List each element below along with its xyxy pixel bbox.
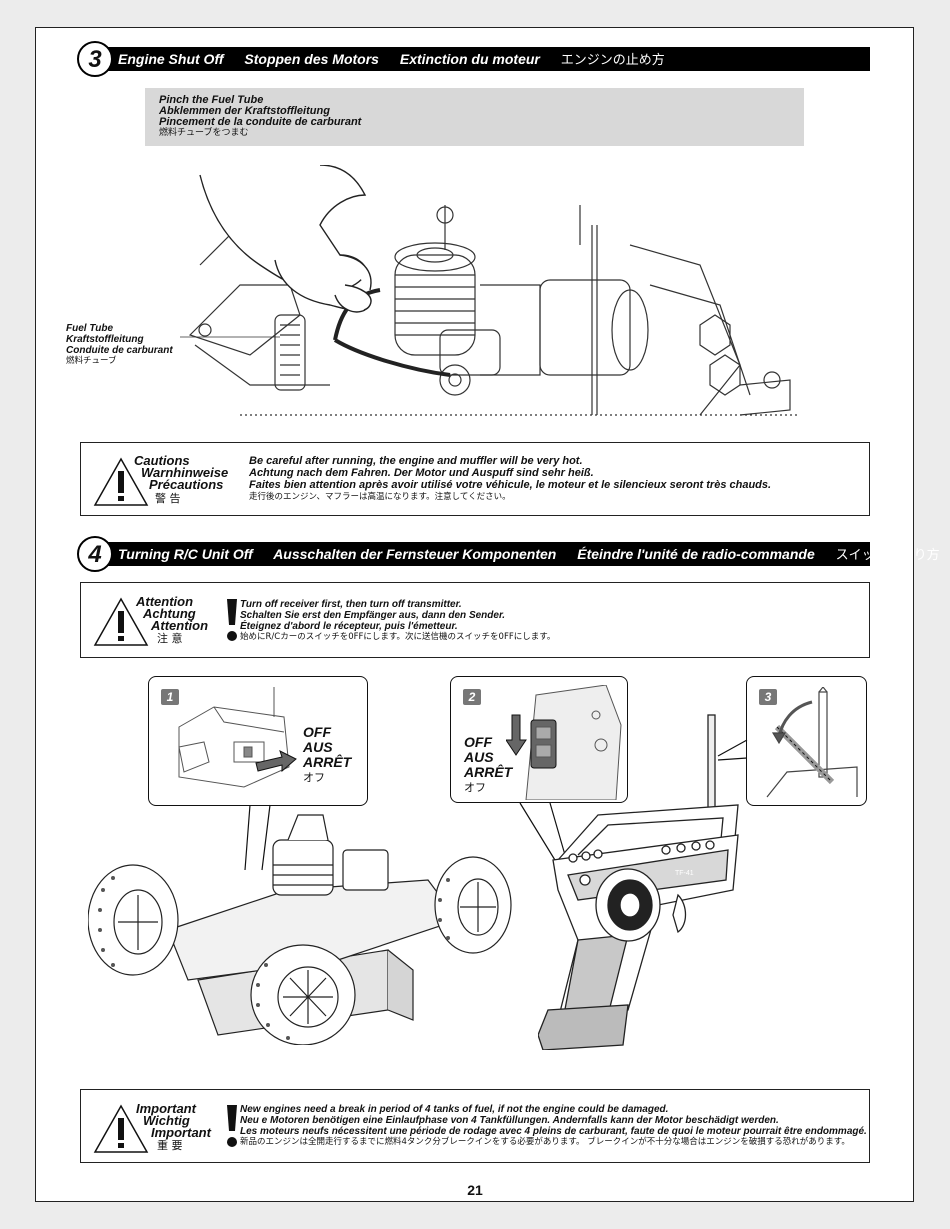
engine-illustration — [180, 165, 800, 416]
callout-2-off-fr: ARRÊT — [464, 764, 513, 780]
instruction-en: Pinch the Fuel Tube — [159, 94, 264, 106]
page-number: 21 — [467, 1182, 483, 1198]
important-title-ja: 重 要 — [157, 1139, 183, 1152]
exclamation-icon — [227, 1105, 237, 1147]
cautions-text: Be careful after running, the engine and… — [249, 455, 771, 503]
callout-3-number: 3 — [759, 689, 777, 705]
warning-triangle-icon — [93, 457, 149, 506]
fuel-tube-de: Kraftstoffleitung — [66, 334, 144, 345]
instruction-fr: Pincement de la conduite de carburant — [159, 116, 362, 128]
cautions-text-en: Be careful after running, the engine and… — [249, 455, 583, 467]
important-title-de: Wichtig — [143, 1113, 190, 1128]
callout-2-number: 2 — [463, 689, 481, 705]
callout-3-pointer — [717, 739, 748, 761]
attention-text-fr: Éteignez d'abord le récepteur, puis l'ém… — [240, 621, 458, 632]
callout-3: 3 — [746, 676, 867, 806]
step4-title-de: Ausschalten der Fernsteuer Komponenten — [273, 546, 557, 562]
arrow-icon — [255, 750, 297, 773]
callout-2-off-label: OFF AUS ARRÊT オフ — [464, 735, 512, 795]
attention-box: Attention Achtung Attention 注 意 Turn off… — [80, 582, 870, 658]
step4-number: 4 — [77, 536, 113, 572]
instruction-de: Abklemmen der Kraftstoffleitung — [159, 105, 330, 117]
step4-title-en: Turning R/C Unit Off — [118, 546, 253, 562]
fuel-tube-fr: Conduite de carburant — [66, 345, 173, 356]
step3-title-fr: Extinction du moteur — [399, 51, 540, 67]
callout-1-off-label: OFF AUS ARRÊT オフ — [303, 725, 351, 785]
callout-1-pointer — [244, 804, 271, 871]
attention-title-fr: Attention — [151, 618, 209, 633]
attention-text-ja: 始めにR/Cカーのスイッチを0FFにします。次に送信機のスイッチを0FFにします… — [240, 632, 556, 642]
warning-triangle-icon — [93, 597, 149, 646]
step4-title-bar: Turning R/C Unit Off Ausschalten der Fer… — [100, 542, 940, 566]
step4-title-fr: Éteindre l'unité de radio-commande — [577, 546, 815, 562]
attention-title-ja: 注 意 — [157, 632, 183, 645]
callout-2-off-de: AUS — [464, 749, 494, 765]
attention-text-en: Turn off receiver first, then turn off t… — [240, 599, 462, 610]
attention-text: Turn off receiver first, then turn off t… — [240, 599, 555, 643]
cautions-text-de: Achtung nach dem Fahren. Der Motor und A… — [249, 467, 594, 479]
step3-title-ja: エンジンの止め方 — [560, 53, 665, 68]
antenna-fold-illustration — [766, 687, 858, 798]
important-text-ja: 新品のエンジンは全開走行するまでに燃料4タンク分ブレークインをする必要があります… — [240, 1137, 850, 1147]
cautions-title-en: Cautions — [134, 453, 190, 468]
callout-1-number: 1 — [161, 689, 179, 705]
cautions-title: Cautions Warnhinweise Précautions 警 告 — [134, 453, 229, 505]
exclamation-icon — [227, 599, 237, 641]
important-title-en: Important — [136, 1101, 196, 1116]
cautions-title-fr: Précautions — [149, 477, 224, 492]
fuel-tube-label: Fuel Tube Kraftstoffleitung Conduite de … — [66, 323, 173, 367]
callout-2: 2 OFF AUS ARRÊT オフ — [450, 676, 628, 803]
cautions-title-de: Warnhinweise — [141, 465, 229, 480]
callout-2-off-ja: オフ — [464, 781, 486, 794]
step4-title-ja: スイッチの切り方 — [835, 548, 940, 563]
fuel-tube-en: Fuel Tube — [66, 323, 114, 334]
callout-1-off-de: AUS — [303, 739, 333, 755]
important-text: New engines need a break in period of 4 … — [240, 1104, 867, 1148]
cautions-box: Cautions Warnhinweise Précautions 警 告 Be… — [80, 442, 870, 516]
attention-title: Attention Achtung Attention 注 意 — [136, 594, 209, 645]
attention-text-de: Schalten Sie erst den Empfänger aus, dan… — [240, 610, 506, 621]
important-text-de: Neu e Motoren benötigen eine Einlaufphas… — [240, 1115, 779, 1126]
callout-2-pointer — [519, 802, 566, 866]
cautions-text-fr: Faites bien attention après avoir utilis… — [249, 479, 772, 491]
callout-1-off-fr: ARRÊT — [303, 754, 352, 770]
step3-title-en: Engine Shut Off — [118, 51, 224, 67]
step3-title-de: Stoppen des Motors — [244, 51, 379, 67]
truck-illustration — [88, 814, 512, 1045]
callout-1-off-en: OFF — [303, 724, 331, 740]
instruction-box: Pinch the Fuel Tube Abklemmen der Krafts… — [145, 88, 804, 146]
callout-1-off-ja: オフ — [303, 771, 325, 784]
callout-1: 1 OFF AUS ARRÊT オフ — [148, 676, 368, 806]
callout-2-off-en: OFF — [464, 734, 492, 750]
fuel-tube-ja: 燃料チューブ — [66, 356, 117, 366]
instruction-ja: 燃料チューブをつまむ — [159, 128, 249, 138]
important-text-en: New engines need a break in period of 4 … — [240, 1104, 669, 1115]
cautions-title-ja: 警 告 — [155, 492, 181, 505]
transmitter-switch-illustration — [506, 685, 622, 800]
transmitter-model-label: TF-41 — [675, 870, 694, 877]
important-text-fr: Les moteurs neufs nécessitent une périod… — [240, 1126, 867, 1137]
attention-title-de: Achtung — [143, 606, 196, 621]
important-box: Important Wichtig Important 重 要 New engi… — [80, 1089, 870, 1163]
receiver-switch-illustration — [178, 687, 290, 788]
attention-title-en: Attention — [136, 594, 194, 609]
important-title: Important Wichtig Important 重 要 — [136, 1101, 211, 1152]
step3-number: 3 — [77, 41, 113, 77]
transmitter-illustration: TF-41 — [538, 714, 739, 1050]
step3-title-bar: Engine Shut Off Stoppen des Motors Extin… — [100, 47, 870, 71]
cautions-text-ja: 走行後のエンジン、マフラーは高温になります。注意してください。 — [249, 492, 511, 502]
important-title-fr: Important — [151, 1125, 211, 1140]
warning-triangle-icon — [93, 1104, 149, 1153]
